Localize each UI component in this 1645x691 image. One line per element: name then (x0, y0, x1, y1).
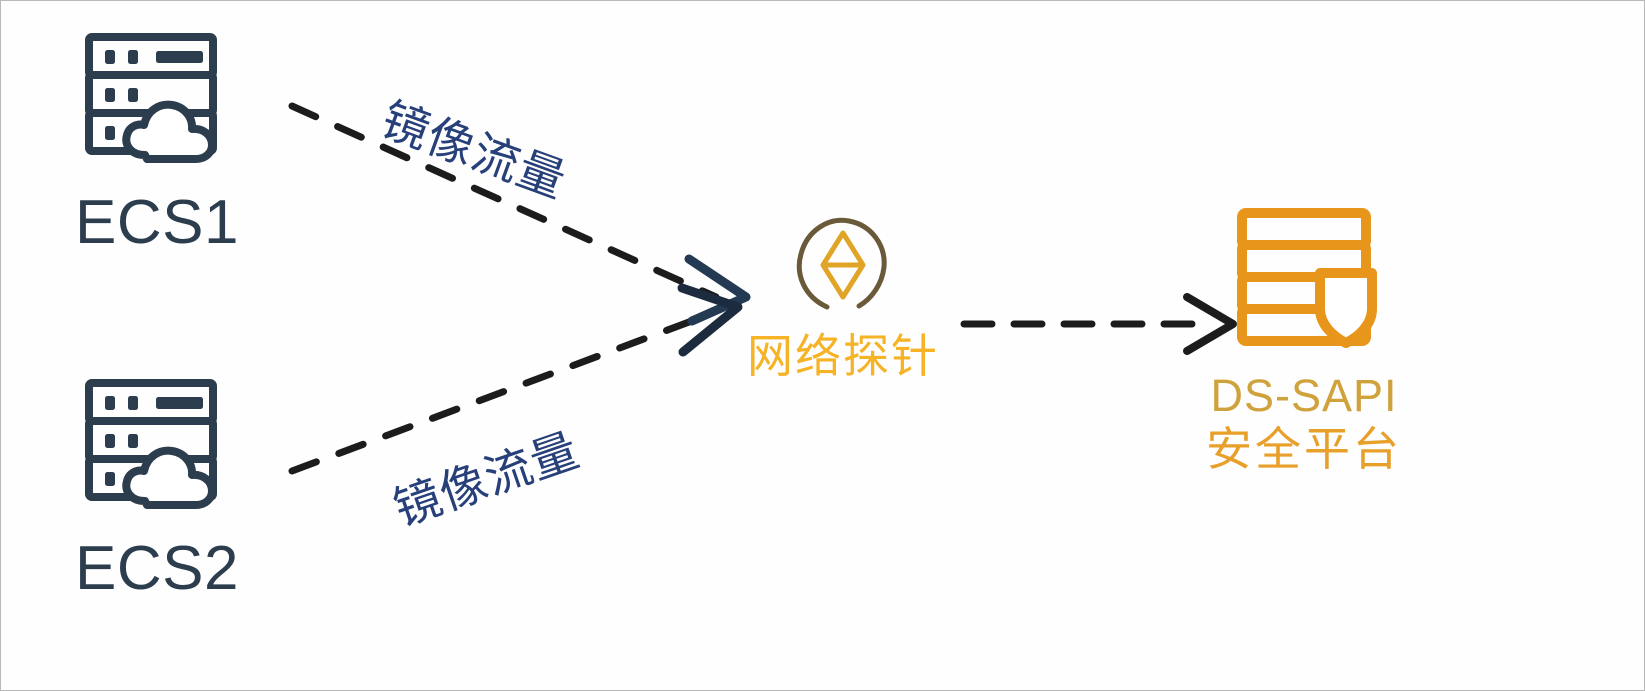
edge-ecs1-arrowhead-icon (684, 254, 751, 326)
node-security-platform-label-en: DS-SAPI (1210, 370, 1398, 421)
node-ecs1-label: ECS1 (75, 188, 239, 257)
node-security-platform-label-cn: 安全平台 (1206, 423, 1402, 476)
secure-database-icon (1228, 201, 1380, 358)
node-ecs2-label: ECS2 (75, 534, 239, 603)
edge-ecs2-arrowhead-icon (677, 283, 743, 357)
edge-label-mirror-traffic-bottom: 镜像流量 (386, 422, 586, 536)
cloud-server-icon (79, 375, 235, 520)
node-ecs2[interactable]: ECS2 (75, 375, 239, 601)
node-network-probe[interactable]: 网络探针 (747, 201, 939, 380)
network-probe-icon (783, 201, 903, 326)
node-security-platform[interactable]: DS-SAPI 安全平台 (1206, 201, 1402, 474)
node-ecs1[interactable]: ECS1 (75, 29, 239, 255)
edge-label-mirror-traffic-top: 镜像流量 (374, 92, 574, 208)
node-network-probe-label: 网络探针 (747, 330, 939, 382)
cloud-server-icon (79, 29, 235, 174)
